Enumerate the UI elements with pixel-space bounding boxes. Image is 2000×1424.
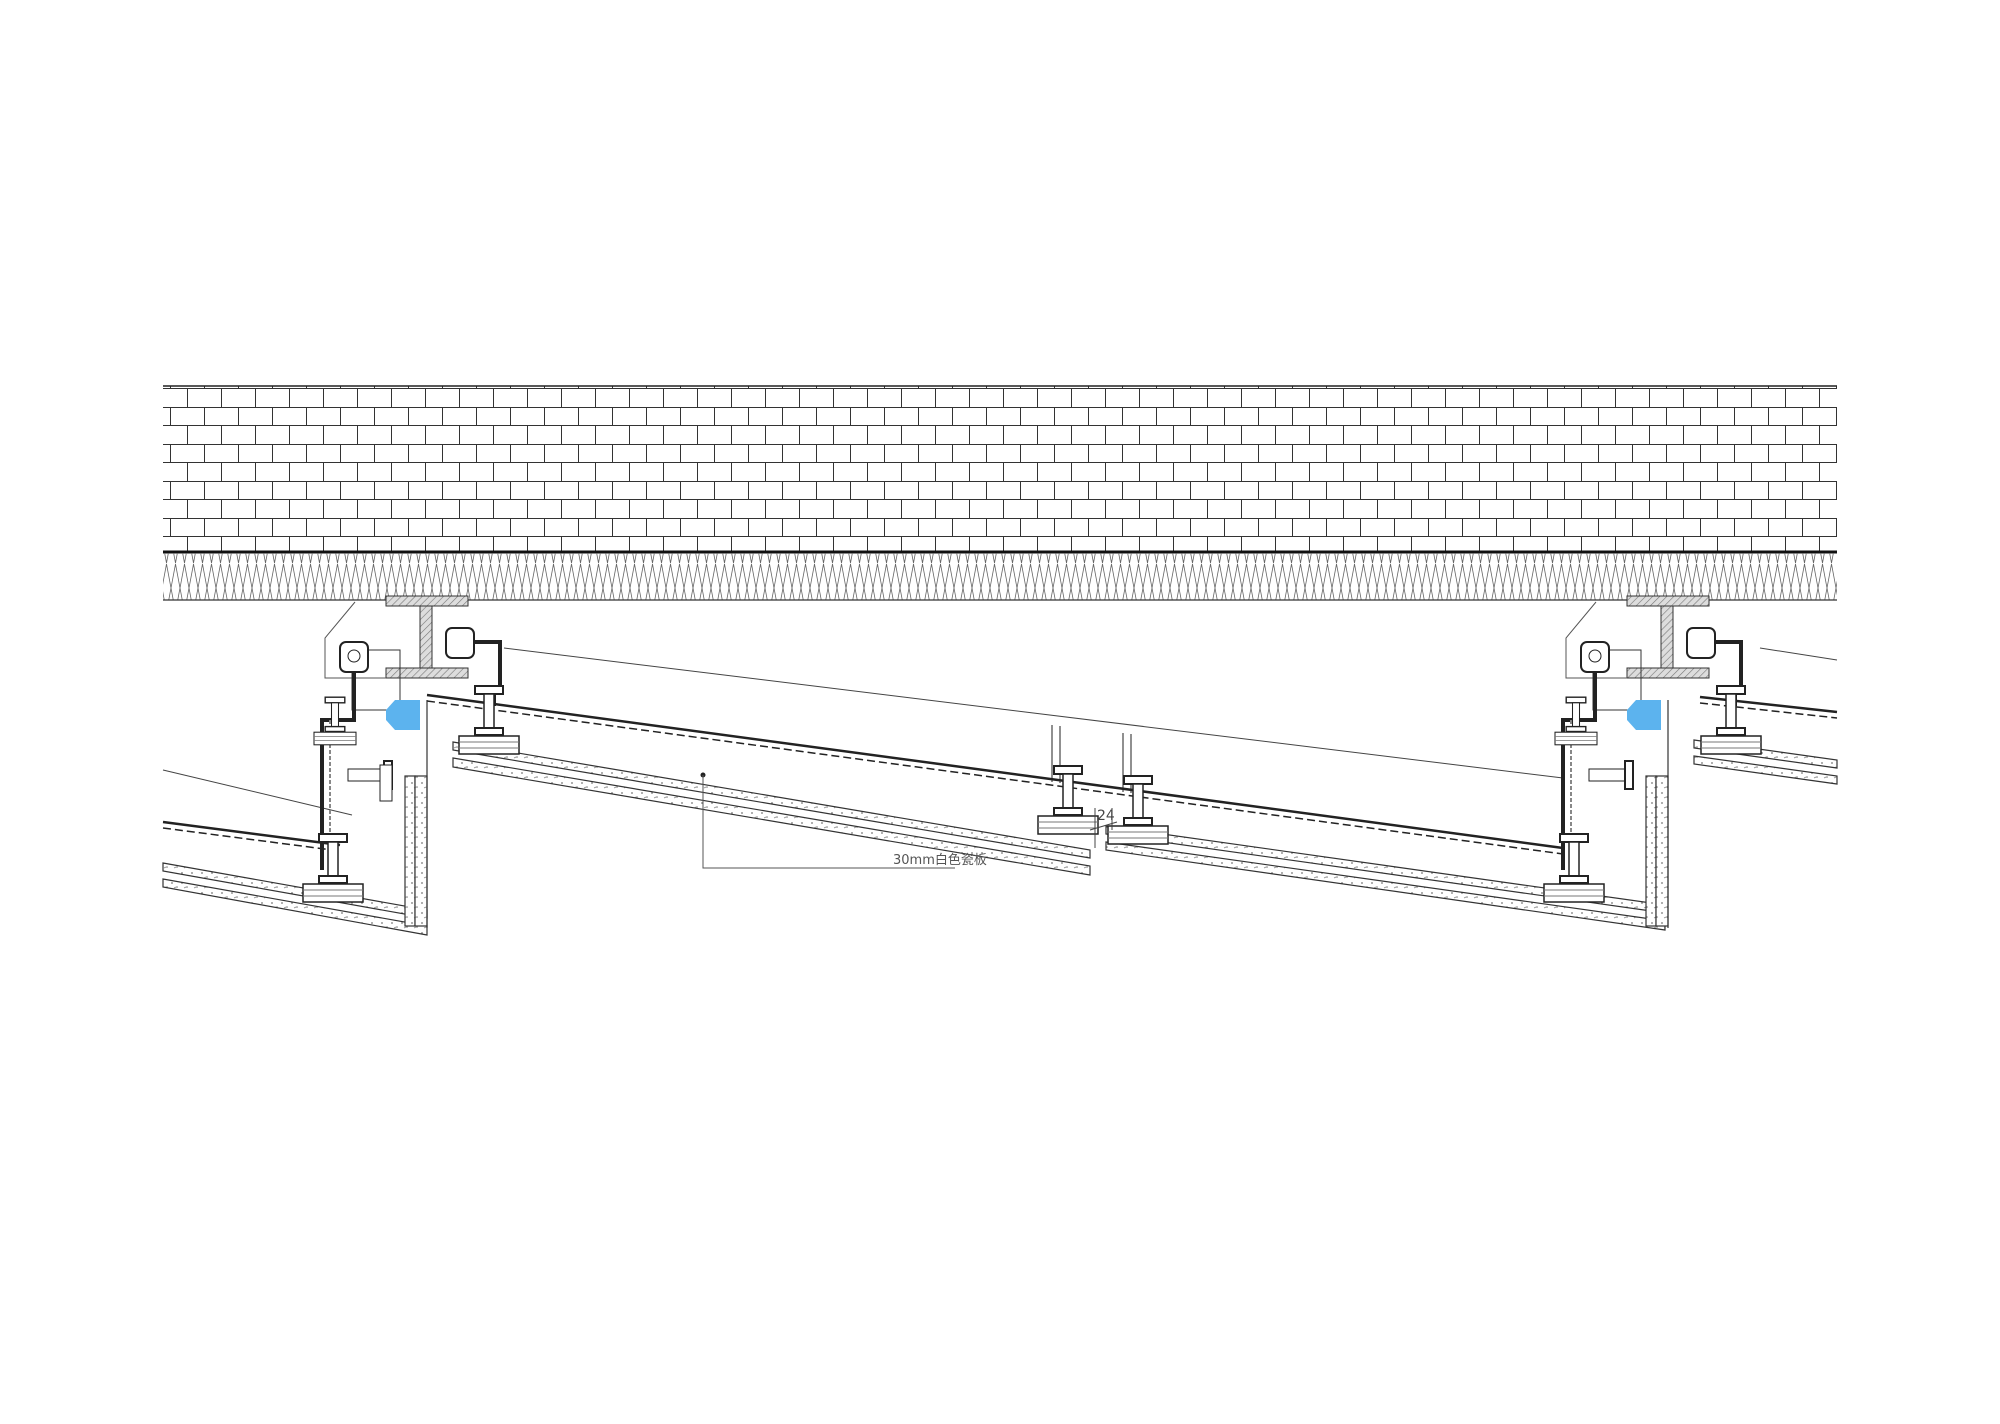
ceramic-panels — [162, 700, 1838, 936]
gap-dimension-lines — [1089, 808, 1118, 848]
sealant-block-left — [386, 700, 420, 730]
top-panel — [162, 693, 1838, 855]
insulation-layer — [163, 553, 1837, 601]
bolt-assemblies — [302, 685, 1762, 903]
panel-label: 30mm白色瓷板 — [893, 852, 987, 868]
brick-wall — [163, 385, 1837, 554]
gap-dimension: 24 — [1097, 808, 1115, 824]
panel-label-leader — [700, 772, 955, 869]
sealant-block-right — [1627, 700, 1661, 730]
